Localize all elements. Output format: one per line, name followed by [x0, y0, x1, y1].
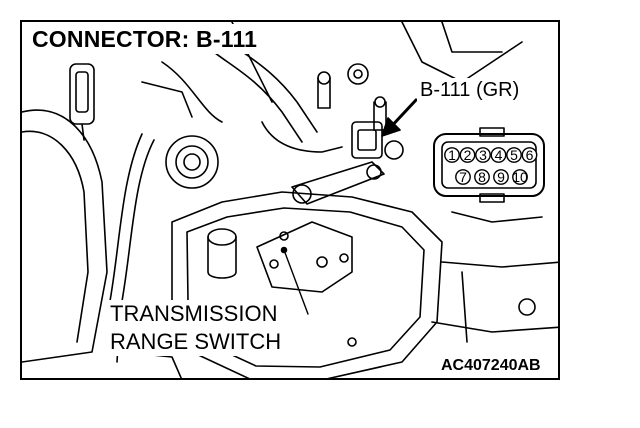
connector-callout: B-111 (GR)	[417, 78, 523, 102]
pin-label-5: 5	[510, 147, 518, 163]
pin-label-4: 4	[495, 147, 503, 163]
pin-10	[512, 169, 528, 185]
pin-label-10: 10	[512, 169, 528, 185]
pin-label-9: 9	[497, 169, 505, 185]
pin-6	[521, 147, 538, 163]
pin-2	[459, 147, 476, 163]
pin-1	[444, 147, 460, 163]
pin-label-8: 8	[478, 169, 486, 185]
pin-label-1: 1	[448, 147, 456, 163]
pin-8	[474, 169, 490, 185]
pin-5	[506, 147, 522, 163]
pin-label-3: 3	[479, 147, 487, 163]
pin-label-6: 6	[526, 147, 534, 163]
pin-9	[493, 169, 509, 185]
figure-code: AC407240AB	[438, 356, 544, 376]
pin-3	[475, 147, 491, 163]
pin-label-2: 2	[464, 147, 472, 163]
part-label: TRANSMISSION RANGE SWITCH	[106, 300, 286, 356]
part-label-line1: TRANSMISSION	[110, 301, 278, 326]
pin-7	[455, 169, 471, 185]
pin-4	[490, 147, 507, 163]
pin-label-7: 7	[459, 169, 467, 185]
part-label-line2: RANGE SWITCH	[110, 329, 282, 354]
connector-title: CONNECTOR: B-111	[30, 24, 262, 54]
